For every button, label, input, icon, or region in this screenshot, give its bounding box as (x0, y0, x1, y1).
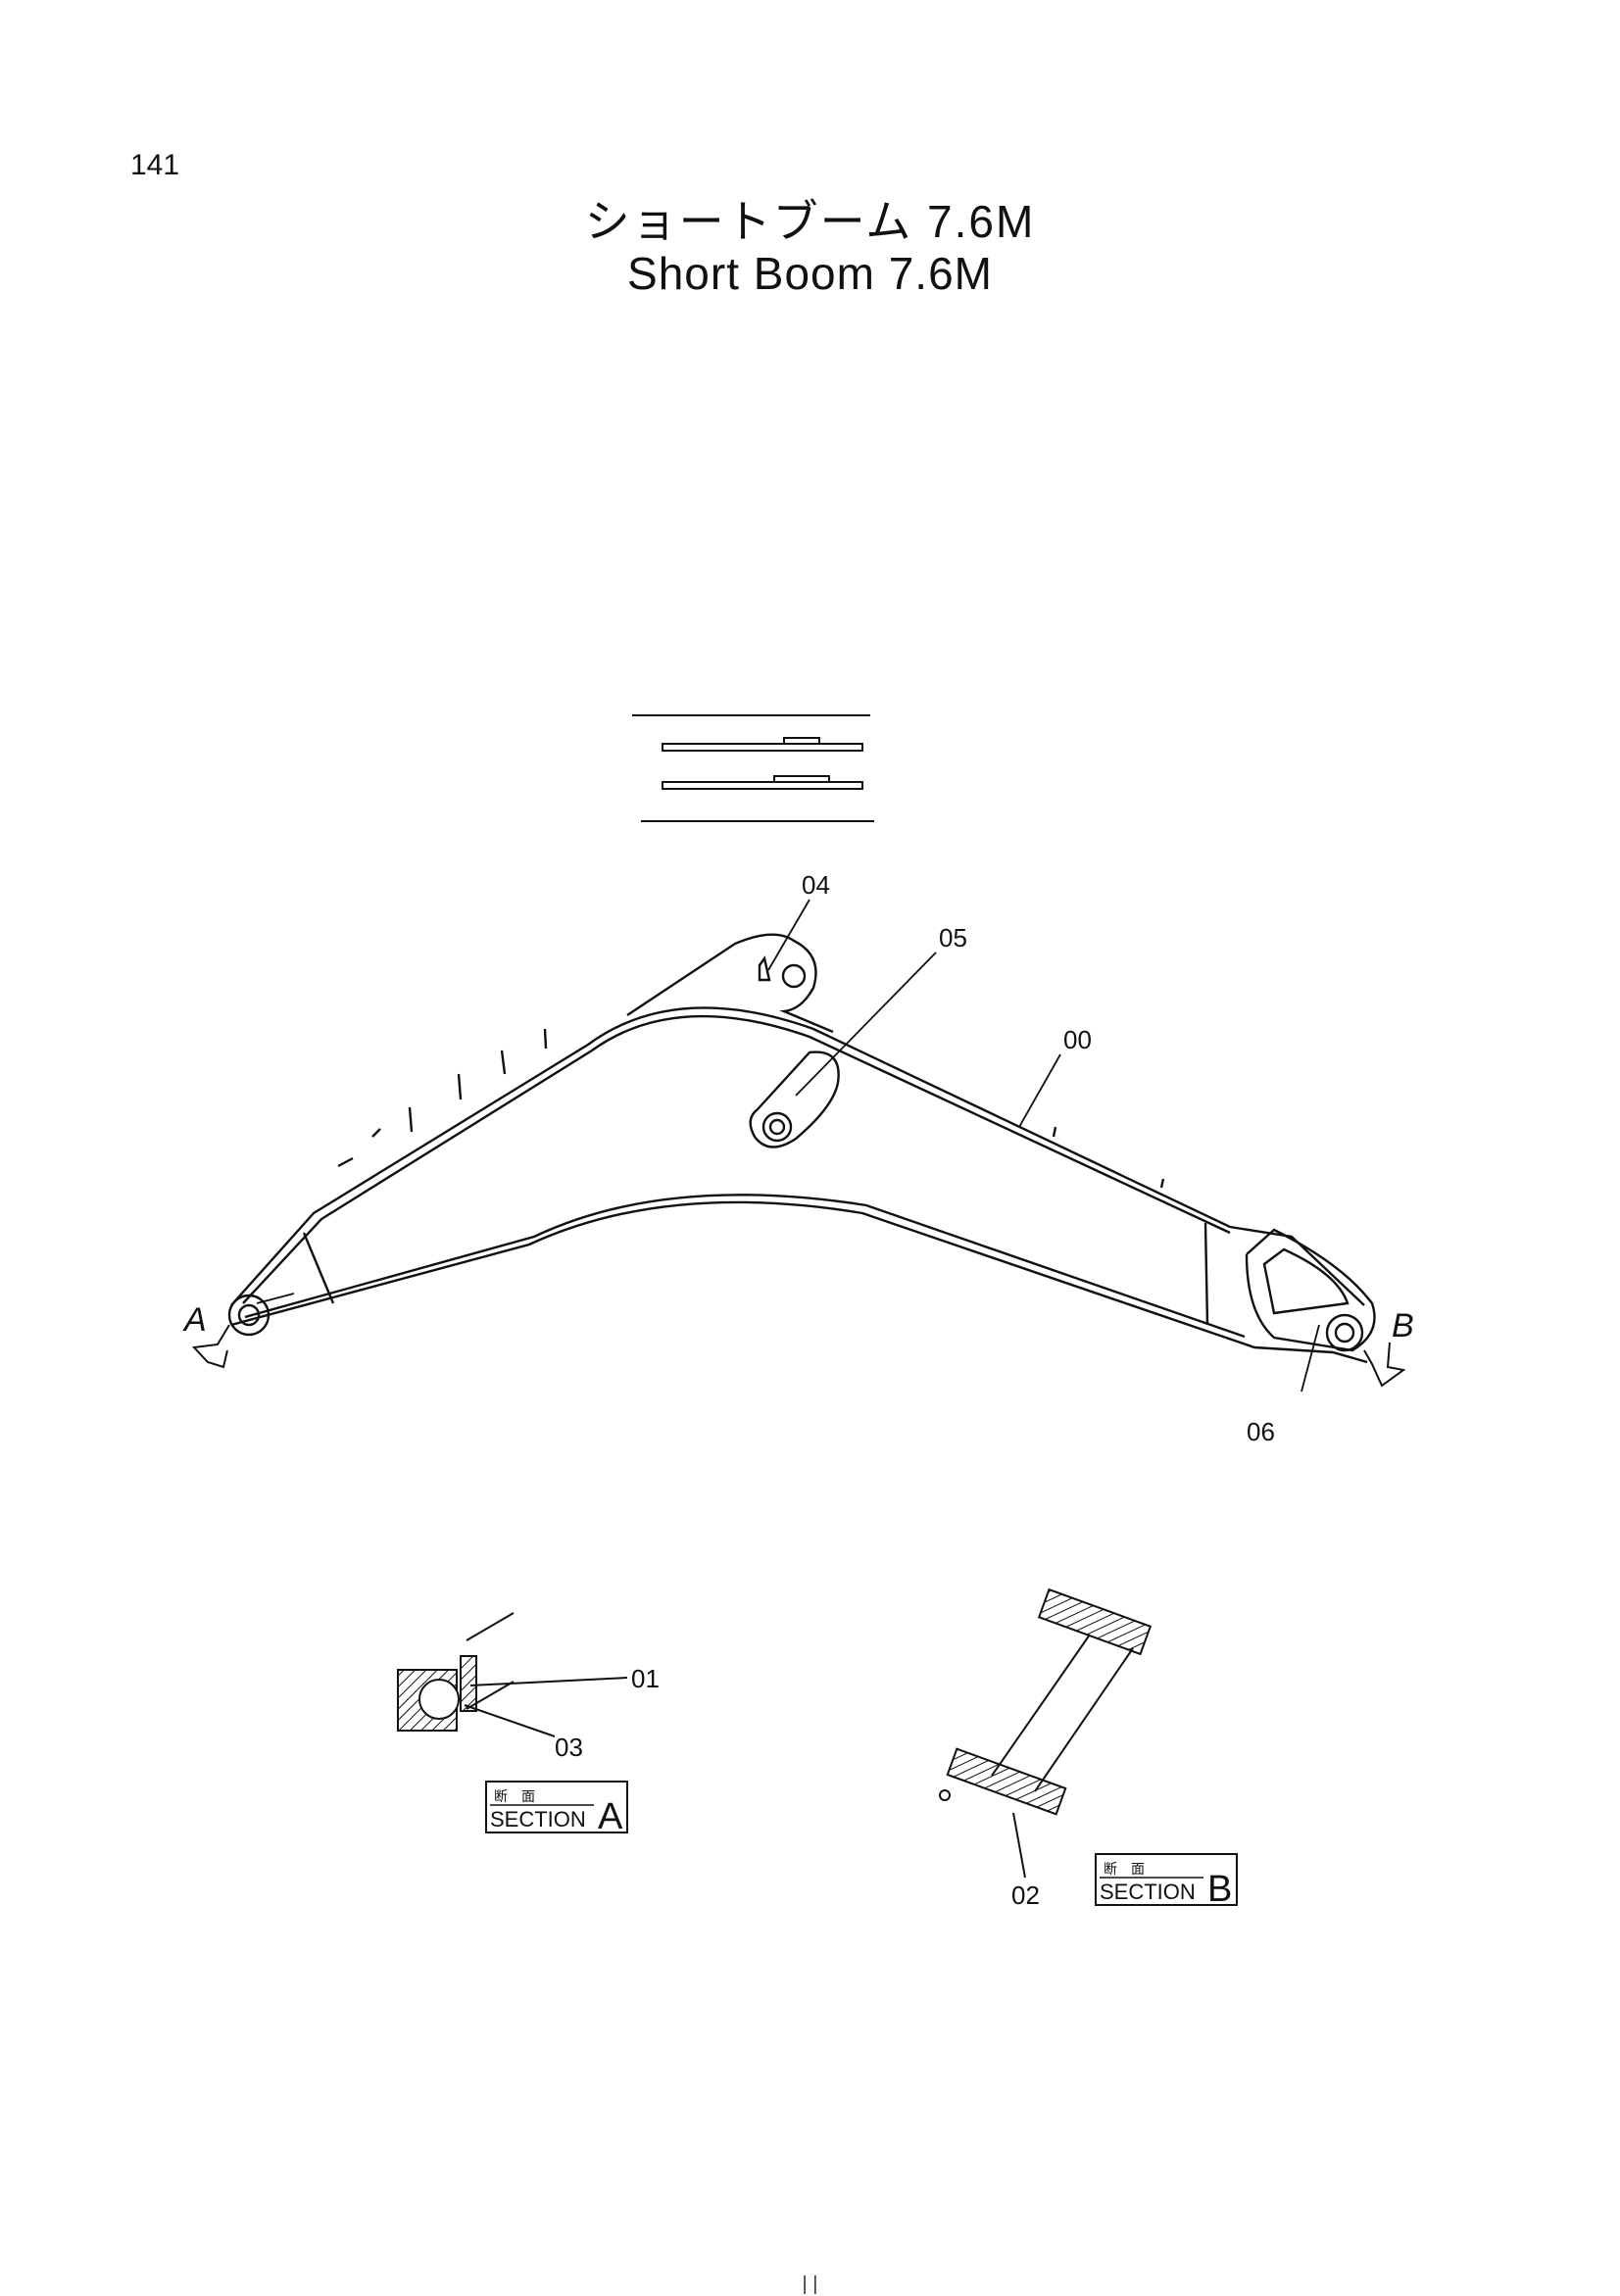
boom-body (230, 933, 1376, 1364)
callout-01: 01 (631, 1664, 660, 1693)
view-letter-a: A (182, 1301, 207, 1339)
section-a-jp: 断 面 (494, 1788, 535, 1804)
view-arrow-a (191, 1324, 230, 1369)
leader-lines (256, 899, 1320, 1392)
callout-06: 06 (1247, 1417, 1275, 1446)
section-b-letter: B (1207, 1869, 1232, 1910)
footer-mark: | | (802, 2273, 818, 2295)
pin-bosses (227, 955, 1364, 1352)
view-letter-b: B (1392, 1307, 1414, 1344)
callout-00: 00 (1063, 1025, 1092, 1054)
section-b-label: 断 面 SECTION B (1095, 1853, 1238, 1910)
callout-02: 02 (1011, 1881, 1040, 1910)
callout-04: 04 (802, 870, 830, 900)
section-b-detail (939, 1588, 1153, 1879)
title-japanese: ショートブーム 7.6M (584, 196, 1036, 247)
section-a-detail (397, 1612, 628, 1737)
title-english: Short Boom 7.6M (627, 248, 993, 299)
view-arrow-b (1363, 1342, 1406, 1388)
section-a-letter: A (598, 1796, 623, 1837)
section-b-jp: 断 面 (1104, 1861, 1145, 1877)
section-a-en: SECTION (490, 1807, 586, 1832)
section-b-en: SECTION (1100, 1880, 1196, 1904)
callout-03: 03 (555, 1733, 583, 1762)
callout-05: 05 (939, 923, 967, 953)
page-number: 141 (130, 149, 180, 181)
section-a-label: 断 面 SECTION A (485, 1781, 628, 1837)
top-plate-detail (632, 714, 874, 822)
